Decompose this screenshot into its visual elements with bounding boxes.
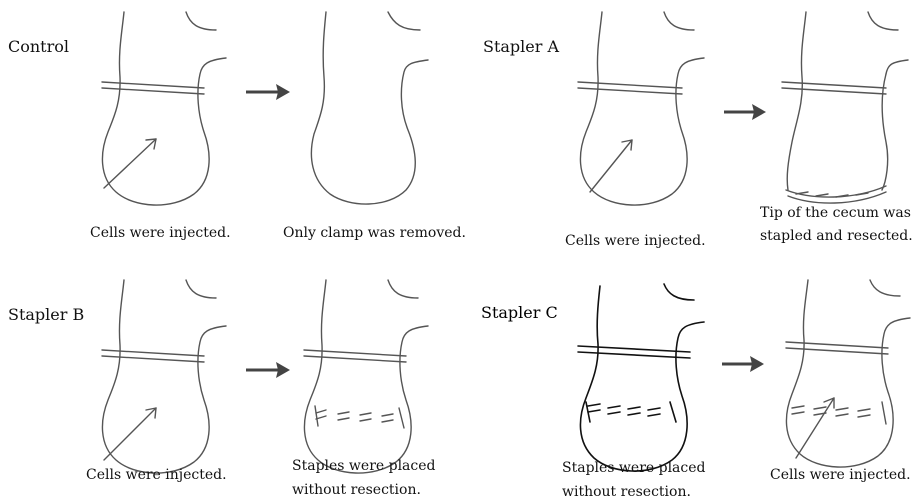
transition-arrow-stapler-c: [722, 356, 764, 372]
panel-title-control: Control: [8, 37, 69, 56]
caption-stapler-c-left-1: Staples were placed: [562, 460, 706, 476]
caption-stapler-b-right-2: without resection.: [292, 482, 421, 498]
caption-stapler-a-right-1: Tip of the cecum was: [760, 205, 911, 221]
caption-stapler-a-left: Cells were injected.: [565, 233, 706, 249]
caption-stapler-b-right-1: Staples were placed: [292, 458, 436, 474]
transition-arrow-stapler-b: [246, 362, 290, 378]
injection-arrow: [590, 140, 632, 192]
transition-arrow-control: [246, 84, 290, 100]
panel-stapler-a: Stapler A: [483, 12, 913, 249]
cecum-b-before: [102, 280, 226, 473]
panel-stapler-b: Stapler B: [8, 280, 436, 498]
injection-arrow: [104, 139, 156, 188]
panel-stapler-c: Stapler C: [481, 280, 911, 500]
cecum-control-after: [311, 12, 428, 204]
cecum-b-after: [304, 280, 428, 473]
cecum-control-before: [102, 12, 226, 205]
cecum-c-after: [786, 280, 910, 467]
cecum-c-before: [578, 284, 704, 471]
caption-control-right: Only clamp was removed.: [283, 225, 466, 241]
cecum-a-after: [782, 12, 908, 203]
panel-title-stapler-b: Stapler B: [8, 305, 84, 324]
panel-title-stapler-c: Stapler C: [481, 303, 558, 322]
caption-stapler-b-left: Cells were injected.: [86, 467, 227, 483]
caption-control-left: Cells were injected.: [90, 225, 231, 241]
staple-line: [586, 402, 676, 422]
injection-arrow: [104, 408, 156, 460]
caption-stapler-c-right: Cells were injected.: [770, 467, 911, 483]
panel-control: Control Cells were inj: [8, 12, 466, 241]
caption-stapler-c-left-2: without resection.: [562, 484, 691, 500]
panel-title-stapler-a: Stapler A: [483, 37, 559, 56]
staple-line: [315, 406, 404, 428]
caption-stapler-a-right-2: stapled and resected.: [760, 228, 913, 244]
cecum-a-before: [578, 12, 704, 205]
transition-arrow-stapler-a: [724, 104, 766, 120]
